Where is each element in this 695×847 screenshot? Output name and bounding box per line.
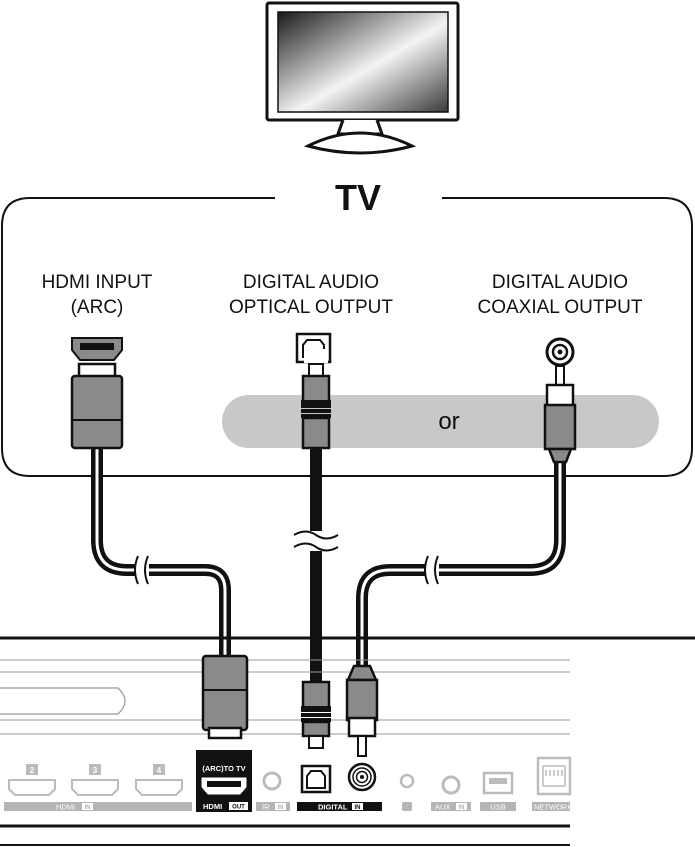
hdmi-in-number-4: 4: [157, 766, 162, 775]
hdmi-in-label: HDMI: [56, 803, 75, 812]
tv-hdmi-port-icon: [71, 337, 123, 361]
optical-plug-unit: [301, 680, 331, 749]
optical-output-label-line1: DIGITAL AUDIO: [243, 272, 379, 293]
hdmi-cable: [91, 447, 231, 658]
hdmi-in-number-2: 2: [30, 766, 35, 775]
hdmi-out-top-label: (ARC)TO TV: [202, 764, 245, 773]
hdmi-plug-tv: [70, 362, 124, 450]
aux-in-port: AUX IN: [431, 775, 471, 812]
hdmi-in-label-bar: HDMI IN: [4, 802, 192, 812]
hdmi-plug-unit: [201, 654, 249, 740]
hdmi-input-label-line2: (ARC): [71, 297, 124, 318]
ir-label: IR: [262, 803, 270, 812]
aux-badge: IN: [459, 805, 465, 811]
ir-in-port: IR IN: [256, 771, 290, 812]
network-label: NETWORK: [534, 803, 572, 812]
coaxial-plug-tv: [543, 365, 577, 464]
digital-label: DIGITAL: [318, 803, 348, 812]
aux-label: AUX: [435, 803, 450, 812]
coaxial-output-label-line2: COAXIAL OUTPUT: [477, 297, 642, 318]
hdmi-in-port-3: 3: [71, 764, 119, 796]
hdmi-input-label-line1: HDMI INPUT: [42, 272, 153, 293]
indicator-port: [399, 773, 415, 811]
tv-title: TV: [335, 177, 381, 218]
optical-plug-tv: [301, 363, 331, 450]
coaxial-cable: [356, 461, 566, 668]
coaxial-plug-unit: [345, 664, 379, 757]
network-port: NETWORK: [532, 756, 572, 812]
hdmi-out-label: HDMI: [203, 802, 222, 811]
hdmi-in-badge: IN: [85, 805, 91, 811]
usb-port: USB: [480, 771, 516, 812]
hdmi-out-arc-port: (ARC)TO TV HDMI OUT: [196, 750, 252, 812]
cable-break-marks: [134, 349, 439, 585]
ir-badge: IN: [278, 805, 284, 811]
tv-box-outline: [1, 197, 693, 477]
hdmi-out-badge: OUT: [232, 805, 245, 811]
coaxial-output-label-line1: DIGITAL AUDIO: [492, 272, 628, 293]
digital-badge: IN: [355, 805, 361, 811]
tv-monitor-icon: [265, 1, 460, 155]
tv-coaxial-port-icon: [545, 337, 575, 367]
optical-output-label-line2: OPTICAL OUTPUT: [229, 297, 393, 318]
or-label: or: [438, 408, 459, 435]
unit-back-panel: [0, 636, 695, 846]
hdmi-in-port-4: 4: [135, 764, 183, 796]
hdmi-in-port-2: 2: [8, 764, 56, 796]
digital-in-ports: DIGITAL IN: [297, 762, 382, 812]
hdmi-in-number-3: 3: [93, 766, 98, 775]
usb-label: USB: [490, 803, 505, 812]
